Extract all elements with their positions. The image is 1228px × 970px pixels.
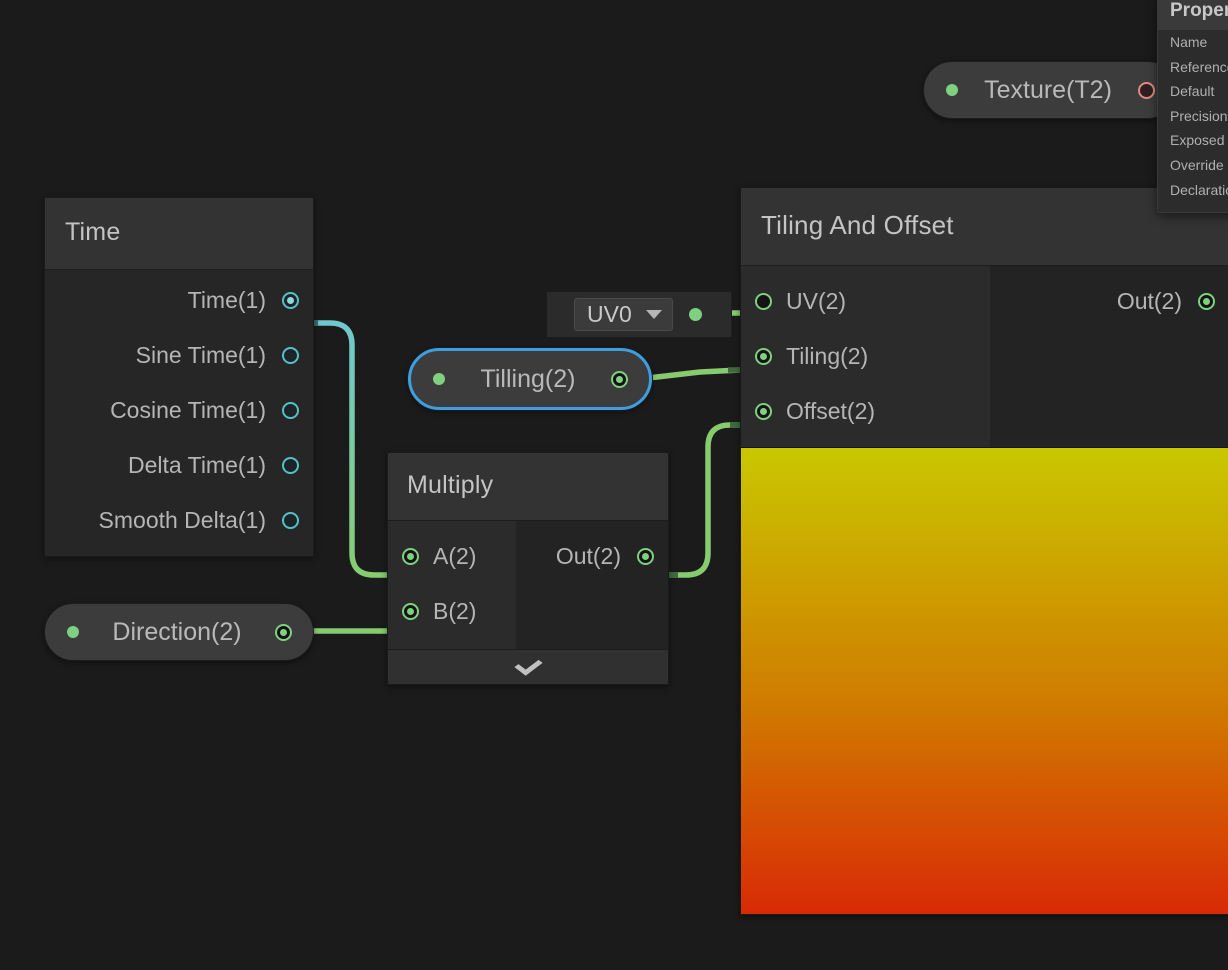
tilling-property-label: Tilling(2)	[480, 364, 576, 393]
node-multiply-inputs: A(2) B(2)	[388, 521, 516, 649]
port-smooth-delta-out[interactable]	[282, 512, 299, 529]
node-time-outputs: Time(1) Sine Time(1) Cosine Time(1) Delt…	[45, 270, 313, 556]
port-label-uv: UV(2)	[786, 288, 847, 314]
property-row-precision: Precision	[1170, 107, 1228, 124]
chevron-down-icon	[645, 310, 662, 319]
property-bullet-icon	[946, 84, 958, 96]
uv-channel-dropdown[interactable]: UV0	[574, 298, 673, 331]
port-row-smooth-delta[interactable]: Smooth Delta(1)	[45, 493, 313, 548]
port-label-smooth-delta: Smooth Delta(1)	[98, 507, 266, 533]
port-row-multiply-b[interactable]: B(2)	[388, 584, 516, 639]
port-tiling-out[interactable]	[1198, 293, 1215, 310]
port-row-tiling[interactable]: Tiling(2)	[741, 329, 990, 384]
property-row-override: Override P	[1170, 157, 1228, 174]
port-label-multiply-out: Out(2)	[555, 543, 621, 569]
node-tiling-and-offset-title: Tiling And Offset	[741, 188, 1228, 266]
port-delta-time-out[interactable]	[282, 457, 299, 474]
property-row-default: Default	[1170, 83, 1215, 100]
property-bullet-icon	[433, 373, 445, 385]
port-label-tiling: Tiling(2)	[786, 343, 869, 369]
node-multiply-outputs: Out(2)	[516, 521, 668, 649]
property-row-reference: Reference	[1170, 58, 1228, 75]
port-row-sine-time[interactable]: Sine Time(1)	[45, 328, 313, 383]
property-row-exposed: Exposed	[1170, 132, 1225, 149]
port-multiply-a[interactable]	[402, 548, 419, 565]
node-tiling-and-offset[interactable]: Tiling And Offset UV(2) Tiling(2) Offset…	[740, 187, 1228, 915]
tilling-output-port[interactable]	[611, 370, 628, 388]
port-label-sine-time: Sine Time(1)	[135, 342, 266, 368]
port-row-multiply-a[interactable]: A(2)	[388, 529, 516, 584]
node-preview-gradient	[741, 447, 1228, 914]
port-row-uv[interactable]: UV(2)	[741, 274, 990, 329]
port-label-multiply-a: A(2)	[433, 543, 477, 569]
port-row-tiling-out[interactable]: Out(2)	[990, 274, 1228, 329]
node-multiply-collapse-toggle[interactable]	[388, 649, 668, 684]
port-label-cosine-time: Cosine Time(1)	[110, 397, 266, 423]
property-panel-title: Property	[1158, 0, 1228, 30]
port-sine-time-out[interactable]	[282, 347, 299, 364]
node-tiling-outputs: Out(2)	[990, 266, 1228, 447]
port-row-multiply-out[interactable]: Out(2)	[516, 529, 668, 584]
node-time-title: Time	[45, 198, 313, 270]
property-row-declaration: Declaratio	[1170, 181, 1228, 198]
texture-output-port[interactable]	[1138, 81, 1155, 99]
port-offset-in[interactable]	[755, 403, 772, 420]
node-uv0[interactable]: UV0	[546, 291, 732, 338]
port-label-tiling-out: Out(2)	[1116, 288, 1182, 314]
direction-property-label: Direction(2)	[112, 617, 242, 646]
port-cosine-time-out[interactable]	[282, 402, 299, 419]
port-uv-in[interactable]	[755, 293, 772, 310]
port-label-delta-time: Delta Time(1)	[127, 452, 266, 478]
node-tiling-inputs: UV(2) Tiling(2) Offset(2)	[741, 266, 990, 447]
port-tiling-in[interactable]	[755, 348, 772, 365]
port-row-cosine-time[interactable]: Cosine Time(1)	[45, 383, 313, 438]
node-multiply[interactable]: Multiply A(2) B(2) Out(2)	[387, 452, 669, 685]
port-label-time: Time(1)	[187, 287, 266, 313]
property-row-name: Name	[1170, 34, 1208, 50]
chevron-down-icon	[513, 654, 543, 676]
port-label-offset: Offset(2)	[786, 398, 876, 424]
node-tilling-property[interactable]: Tilling(2)	[408, 348, 652, 410]
property-bullet-icon	[67, 626, 79, 638]
port-time-out[interactable]	[282, 292, 299, 309]
node-direction-property[interactable]: Direction(2)	[44, 603, 314, 661]
texture-property-label: Texture(T2)	[984, 75, 1112, 104]
port-label-multiply-b: B(2)	[433, 598, 477, 624]
port-multiply-out[interactable]	[637, 548, 654, 565]
node-texture-property[interactable]: Texture(T2)	[923, 61, 1177, 119]
uv-channel-value: UV0	[587, 301, 632, 327]
uv0-output-port[interactable]	[688, 308, 702, 321]
port-multiply-b[interactable]	[402, 603, 419, 620]
node-multiply-title: Multiply	[388, 453, 668, 521]
port-row-time[interactable]: Time(1)	[45, 273, 313, 328]
property-inspector-panel[interactable]: Property Name Reference Default Precisio…	[1157, 0, 1228, 214]
port-row-offset[interactable]: Offset(2)	[741, 384, 990, 439]
node-time[interactable]: Time Time(1) Sine Time(1) Cosine Time(1)…	[44, 197, 314, 557]
port-row-delta-time[interactable]: Delta Time(1)	[45, 438, 313, 493]
direction-output-port[interactable]	[275, 623, 292, 641]
